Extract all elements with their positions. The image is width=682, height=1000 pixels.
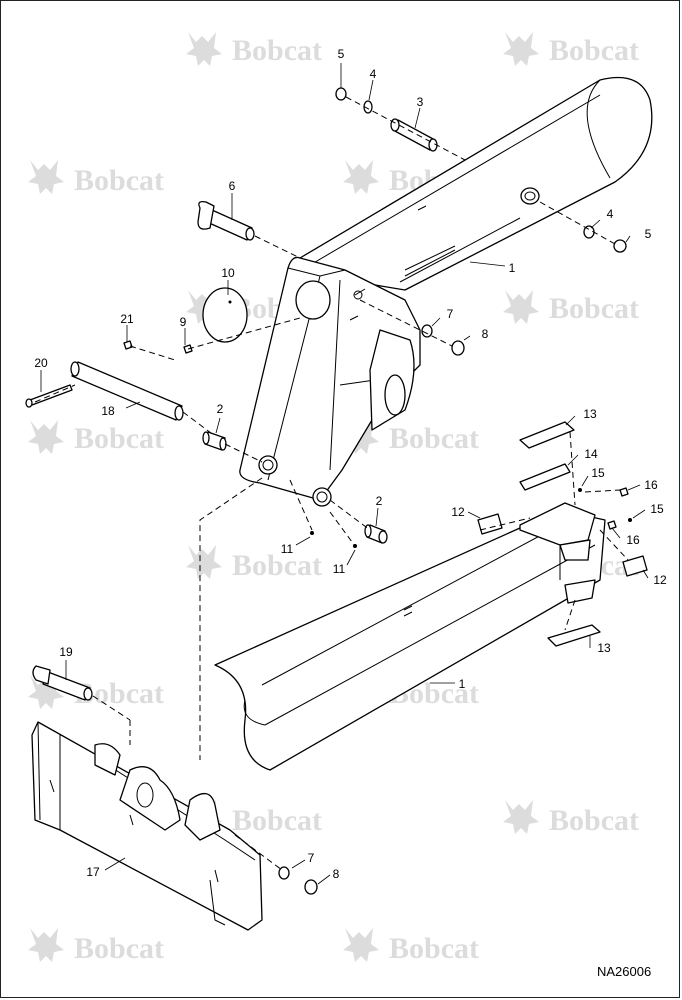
callout-10: 10 — [221, 266, 235, 280]
leader-lines — [40, 63, 649, 885]
bushing-part-2-right — [364, 524, 388, 544]
callout-11: 11 — [281, 542, 294, 556]
callout-21: 21 — [120, 312, 134, 326]
watermark-text: Bobcat — [232, 34, 322, 67]
callout-6: 6 — [229, 179, 236, 193]
assembly-lines — [34, 96, 629, 871]
callout-14: 14 — [584, 447, 598, 461]
callout-4: 4 — [370, 67, 377, 81]
pin-part-19 — [32, 665, 93, 701]
callout-15: 15 — [591, 466, 605, 480]
callout-7: 7 — [447, 307, 454, 321]
callout-1: 1 — [459, 677, 466, 691]
callout-5: 5 — [645, 227, 652, 241]
inner-boom-lower — [214, 502, 606, 771]
callout-17: 17 — [86, 865, 100, 879]
callout-5: 5 — [338, 47, 345, 61]
ring-part-7-top — [421, 324, 433, 338]
attachment-plate-part-17 — [31, 721, 263, 931]
callout-3: 3 — [417, 95, 424, 109]
callout-8: 8 — [333, 867, 340, 881]
watermark-text: Bobcat — [74, 422, 164, 455]
ring-part-7-bottom — [278, 866, 290, 880]
callout-2: 2 — [217, 402, 224, 416]
callout-20: 20 — [34, 356, 48, 370]
callout-13: 13 — [597, 641, 611, 655]
watermark-text: Bobcat — [549, 292, 639, 325]
watermark-text: Bobcat — [389, 422, 479, 455]
wear-pad-part-13-top — [519, 421, 575, 449]
callout-7: 7 — [308, 851, 315, 865]
watermark-text: Bobcat — [549, 34, 639, 67]
ring-part-5-right — [613, 239, 627, 253]
bolt-part-21 — [123, 340, 133, 350]
bolts-part-15-16 — [578, 487, 632, 530]
outer-boom-upper — [299, 76, 653, 291]
pin-part-6 — [197, 200, 255, 241]
watermark-text: Bobcat — [389, 932, 479, 965]
callout-16: 16 — [626, 533, 640, 547]
callout-12: 12 — [653, 573, 667, 587]
wear-pad-part-12-left — [477, 513, 503, 535]
watermark-text: Bobcat — [232, 549, 322, 582]
watermark-text: Bobcat — [74, 164, 164, 197]
callout-4: 4 — [607, 207, 614, 221]
callout-11: 11 — [333, 562, 346, 576]
ring-part-5-top — [335, 87, 347, 101]
cover-disc-part-10 — [202, 287, 248, 343]
callout-15: 15 — [650, 502, 664, 516]
callout-8: 8 — [482, 327, 489, 341]
wear-pad-part-12-right — [622, 555, 648, 577]
callout-16: 16 — [644, 478, 658, 492]
callout-9: 9 — [180, 315, 187, 329]
callout-1: 1 — [509, 261, 516, 275]
callout-19: 19 — [59, 645, 73, 659]
watermark-text: Bobcat — [549, 804, 639, 837]
wear-pad-part-14 — [519, 463, 571, 491]
boom-arm-plate — [239, 256, 421, 507]
watermark-text: Bobcat — [232, 804, 322, 837]
callout-2: 2 — [376, 494, 383, 508]
wear-pad-part-13-bottom — [547, 624, 601, 647]
bushing-part-2-left — [202, 431, 227, 451]
pin-part-18 — [70, 361, 184, 421]
ring-part-8-top — [451, 340, 465, 356]
callout-18: 18 — [101, 404, 115, 418]
watermark-text: Bobcat — [74, 932, 164, 965]
callout-13: 13 — [583, 407, 597, 421]
callout-12: 12 — [451, 505, 465, 519]
ring-part-8-bottom — [304, 879, 318, 895]
pin-part-3 — [390, 118, 438, 152]
diagram-reference-code: NA26006 — [597, 964, 651, 979]
callout-labels: 5 4 3 6 4 5 1 10 9 7 8 21 20 18 2 2 11 1… — [34, 47, 667, 881]
